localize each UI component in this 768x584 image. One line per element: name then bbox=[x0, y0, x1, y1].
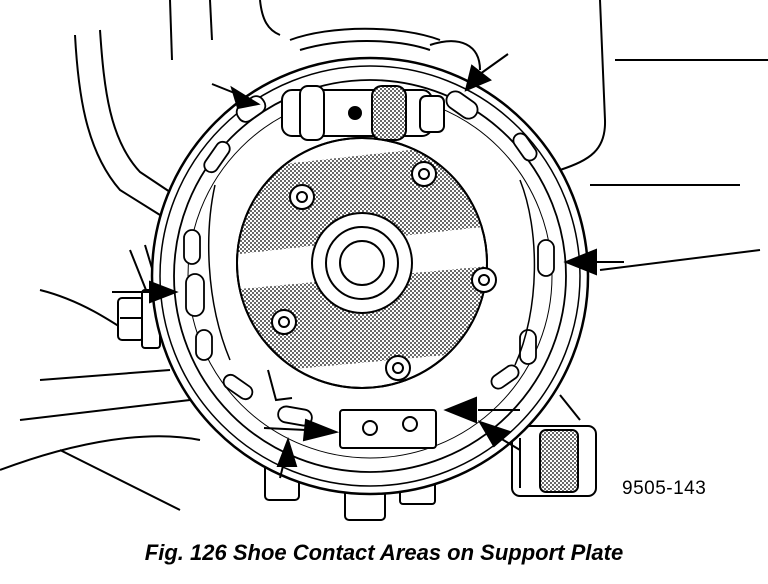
shoe-contact-pads bbox=[183, 90, 555, 427]
support-plate-illustration bbox=[0, 0, 768, 521]
illustration-reference-code: 9505-143 bbox=[622, 478, 707, 499]
hub-center-bore bbox=[311, 212, 413, 314]
anchor-block bbox=[267, 369, 437, 449]
wheel-studs bbox=[271, 161, 497, 381]
suspension-bushing bbox=[511, 425, 597, 497]
wheel-cylinder bbox=[281, 85, 445, 141]
contact-area-arrows bbox=[112, 53, 624, 479]
brake-line-fitting bbox=[117, 289, 161, 349]
figure-caption: Fig. 126 Shoe Contact Areas on Support P… bbox=[144, 540, 624, 565]
background-structure bbox=[0, 0, 768, 511]
